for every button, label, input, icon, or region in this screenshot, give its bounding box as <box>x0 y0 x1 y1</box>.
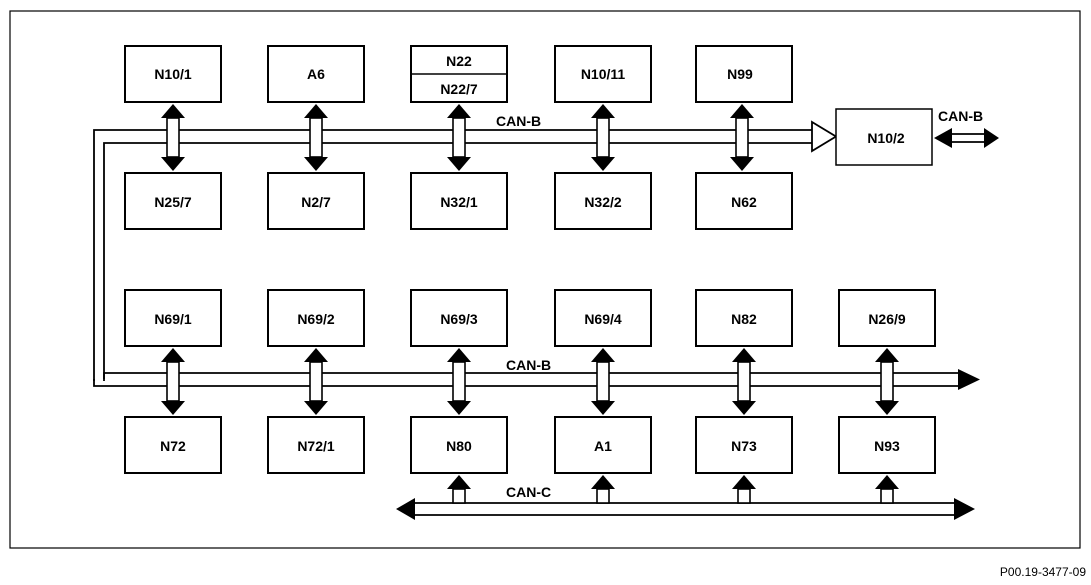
can-b-bottom-label: CAN-B <box>506 357 551 373</box>
node-n62-label: N62 <box>731 194 757 210</box>
node-n69-1: N69/1 <box>124 289 222 347</box>
node-a1-label: A1 <box>594 438 612 454</box>
can-b-bottom-bus <box>93 372 958 387</box>
node-n22: N22 N22/7 <box>410 45 508 103</box>
node-n82: N82 <box>695 289 793 347</box>
node-n2-7: N2/7 <box>267 172 365 230</box>
node-n69-3: N69/3 <box>410 289 508 347</box>
node-n99: N99 <box>695 45 793 103</box>
node-n2-7-label: N2/7 <box>301 194 331 210</box>
node-n80-label: N80 <box>446 438 472 454</box>
node-n73-label: N73 <box>731 438 757 454</box>
node-n10-1: N10/1 <box>124 45 222 103</box>
node-n32-2-label: N32/2 <box>584 194 622 210</box>
node-n69-4-label: N69/4 <box>584 311 622 327</box>
node-n93-label: N93 <box>874 438 900 454</box>
node-n25-7-label: N25/7 <box>154 194 192 210</box>
node-n82-label: N82 <box>731 311 757 327</box>
can-c-left-arrowhead <box>396 498 415 520</box>
node-n69-2-label: N69/2 <box>297 311 335 327</box>
node-a1: A1 <box>554 416 652 474</box>
can-c-right-arrowhead <box>954 498 975 520</box>
node-n22-label: N22 <box>446 53 472 69</box>
diagram-frame <box>9 10 1081 549</box>
can-b-top-label: CAN-B <box>496 113 541 129</box>
node-n32-2: N32/2 <box>554 172 652 230</box>
can-b-bottom-arrowhead <box>958 369 980 390</box>
node-n10-11: N10/11 <box>554 45 652 103</box>
node-n10-2-label: N10/2 <box>867 130 905 146</box>
node-n69-3-label: N69/3 <box>440 311 478 327</box>
node-n72-1-label: N72/1 <box>297 438 335 454</box>
node-n69-2: N69/2 <box>267 289 365 347</box>
node-n26-9: N26/9 <box>838 289 936 347</box>
node-n99-label: N99 <box>727 66 753 82</box>
node-n80: N80 <box>410 416 508 474</box>
node-n62: N62 <box>695 172 793 230</box>
can-b-top-bus <box>93 129 812 381</box>
node-n72-label: N72 <box>160 438 186 454</box>
node-n26-9-label: N26/9 <box>868 311 906 327</box>
node-n93: N93 <box>838 416 936 474</box>
node-n69-4: N69/4 <box>554 289 652 347</box>
can-b-top-arrowhead <box>811 120 838 153</box>
node-n72-1: N72/1 <box>267 416 365 474</box>
node-n25-7: N25/7 <box>124 172 222 230</box>
node-n72: N72 <box>124 416 222 474</box>
figure-reference: P00.19-3477-09 <box>1000 565 1086 579</box>
can-c-label: CAN-C <box>506 484 551 500</box>
node-n22-7-label: N22/7 <box>440 81 478 97</box>
can-b-external-label: CAN-B <box>938 108 983 124</box>
can-b-external-link <box>934 128 999 148</box>
bus-connectors <box>161 104 899 504</box>
node-a6-label: A6 <box>307 66 325 82</box>
node-n73: N73 <box>695 416 793 474</box>
node-n10-2: N10/2 <box>835 108 933 166</box>
node-n32-1-label: N32/1 <box>440 194 478 210</box>
node-n32-1: N32/1 <box>410 172 508 230</box>
node-n69-1-label: N69/1 <box>154 311 192 327</box>
can-c-bus <box>414 502 955 516</box>
node-n10-11-label: N10/11 <box>581 66 626 82</box>
node-n10-1-label: N10/1 <box>154 66 192 82</box>
node-a6: A6 <box>267 45 365 103</box>
